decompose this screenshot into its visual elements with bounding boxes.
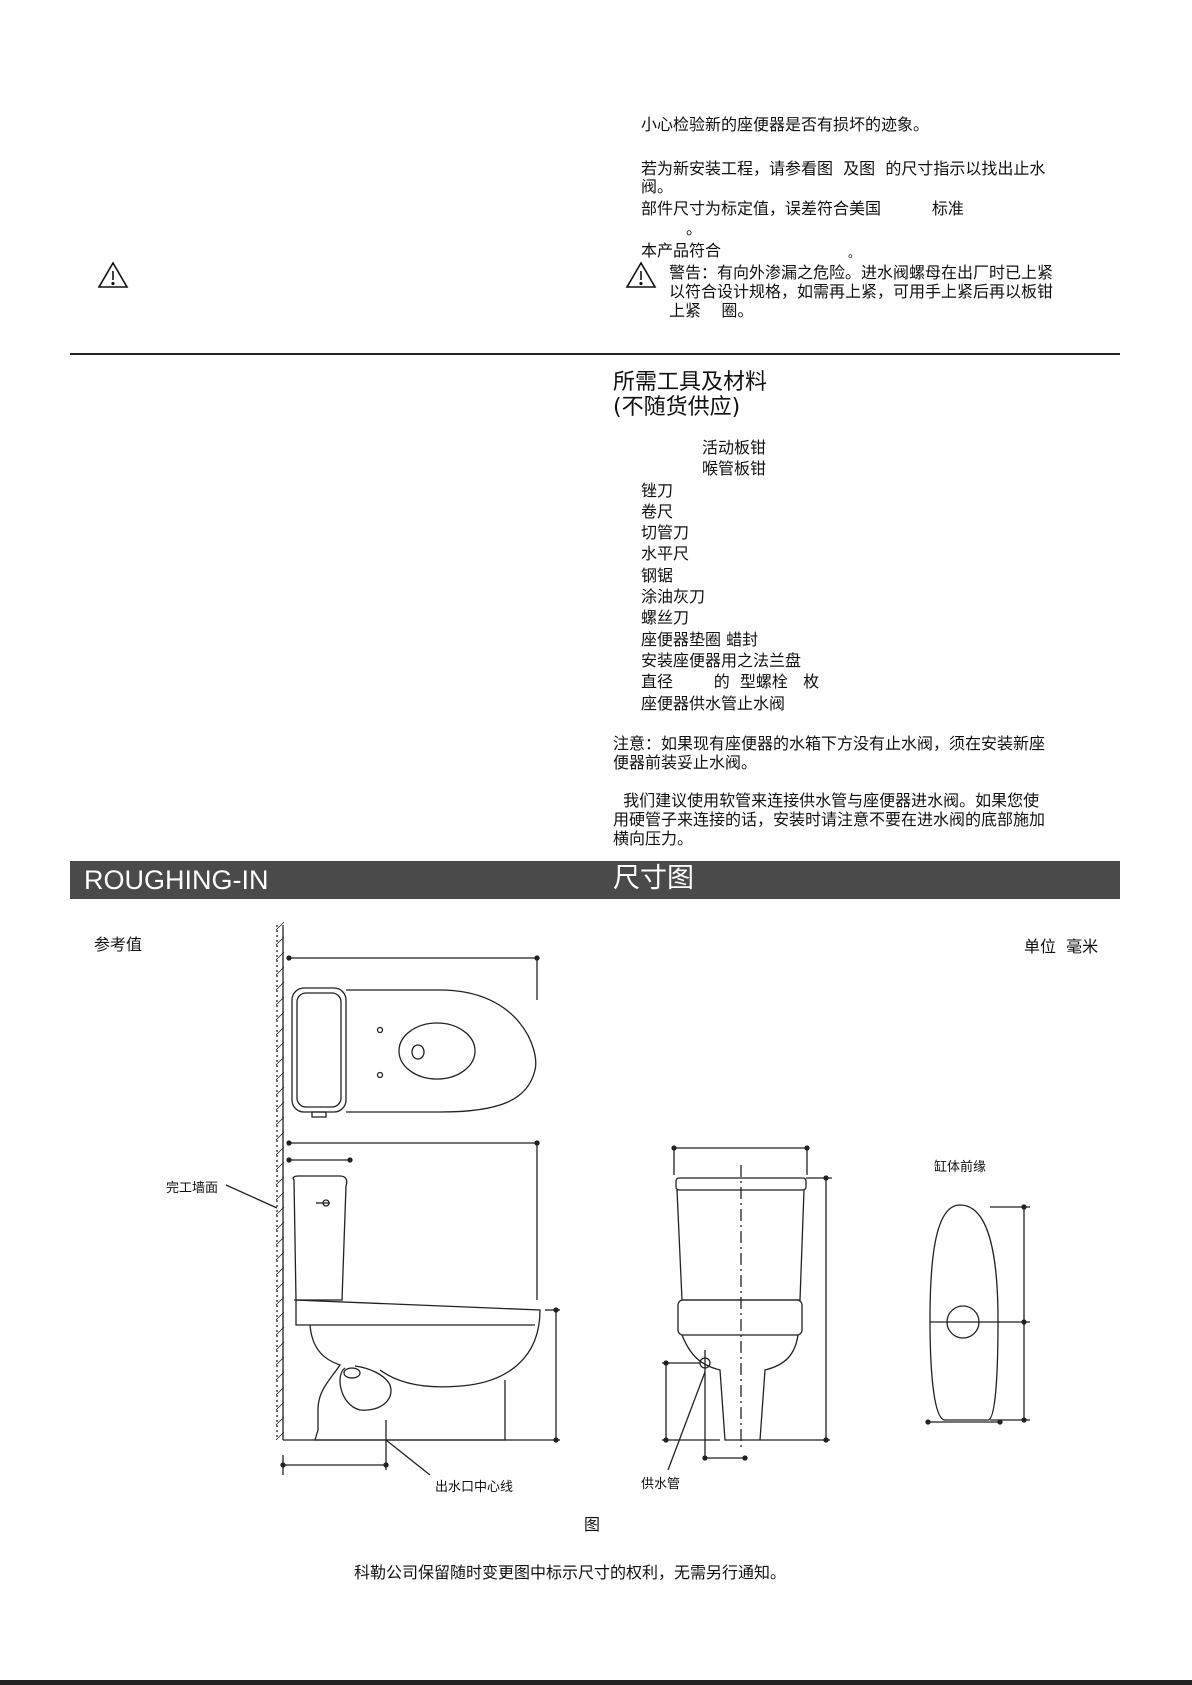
list-item: 座便器供水管止水阀	[641, 693, 786, 713]
advice-text-2: 用硬管子来连接的话，安装时请注意不要在进水阀的底部施加	[613, 810, 1046, 829]
tools-title-1: 所需工具及材料	[613, 370, 768, 395]
bowl-front-edge-label: 缸体前缘	[934, 1160, 987, 1175]
list-item: 切管刀	[641, 523, 690, 543]
section-divider	[70, 353, 1120, 355]
list-item: 卷尺	[641, 501, 674, 521]
note-text-1: 注意：如果现有座便器的水箱下方没有止水阀，须在安装新座	[613, 734, 1046, 753]
finished-wall	[276, 925, 284, 1440]
section-title-zh: 尺寸图	[613, 863, 694, 894]
list-item: 螺丝刀	[641, 608, 690, 628]
list-item: 锉刀	[641, 480, 674, 500]
list-item: 活动板钳	[641, 438, 767, 457]
warning-text-3: 上紧 圈。	[669, 301, 754, 320]
new-install-text-2: 阀。	[641, 177, 674, 196]
list-item: 水平尺	[641, 544, 690, 564]
note-text-2: 便器前装妥止水阀。	[613, 753, 758, 772]
section-title-en: ROUGHING-IN	[84, 865, 269, 895]
toilet-top-view	[286, 955, 540, 1118]
tools-title-2: (不随货供应)	[613, 395, 741, 420]
figure-label: 图	[584, 1515, 601, 1534]
advice-text-3: 横向压力。	[613, 829, 694, 848]
conform-dot: 。	[848, 246, 861, 260]
list-item: 座便器垫圈 蜡封	[641, 629, 759, 649]
advice-text-1: 我们建议使用软管来连接供水管与座便器进水阀。如果您使	[613, 791, 1040, 810]
unit-label: 单位 毫米	[1024, 937, 1099, 956]
reference-label: 参考值	[94, 935, 143, 954]
wall-label: 完工墙面	[166, 1181, 219, 1196]
warning-text-1: 警告：有向外渗漏之危险。进水阀螺母在出厂时已上紧	[669, 263, 1054, 282]
list-item: 直径 的 型螺栓 枚	[641, 672, 820, 692]
tools-list: 活动板钳 喉管板钳 锉刀 卷尺 切管刀 水平尺 钢锯 涂油灰刀 螺丝刀 座便器垫…	[641, 438, 819, 715]
list-item: 涂油灰刀	[641, 587, 706, 607]
page-bottom-border	[0, 1680, 1192, 1685]
toilet-front-view	[662, 1145, 832, 1471]
new-install-text-1: 若为新安装工程，请参看图 及图 的尺寸指示以找出止水	[641, 159, 1046, 178]
outlet-centerline-label: 出水口中心线	[435, 1480, 514, 1495]
inspect-text: 小心检验新的座便器是否有损坏的迹象。	[641, 115, 930, 134]
list-item: 喉管板钳	[641, 459, 767, 479]
warning-text-2: 以符合设计规格，如需再上紧，可用手上紧后再以板钳	[669, 282, 1054, 301]
list-item: 钢锯	[641, 565, 674, 585]
toilet-side-view	[225, 1140, 560, 1476]
section-header-bar: ROUGHING-IN 尺寸图	[70, 861, 1120, 899]
bowl-front-edge-view	[925, 1204, 1030, 1425]
dimensions-text-1: 部件尺寸为标定值，误差符合美国 标准	[641, 199, 964, 218]
conform-text: 本产品符合	[641, 241, 722, 260]
footer-notice: 科勒公司保留随时变更图中标示尺寸的权利，无需另行通知。	[354, 1563, 787, 1582]
dimensions-text-2: 。	[686, 219, 703, 238]
supply-pipe-label: 供水管	[641, 1477, 681, 1492]
list-item: 安装座便器用之法兰盘	[641, 650, 802, 670]
